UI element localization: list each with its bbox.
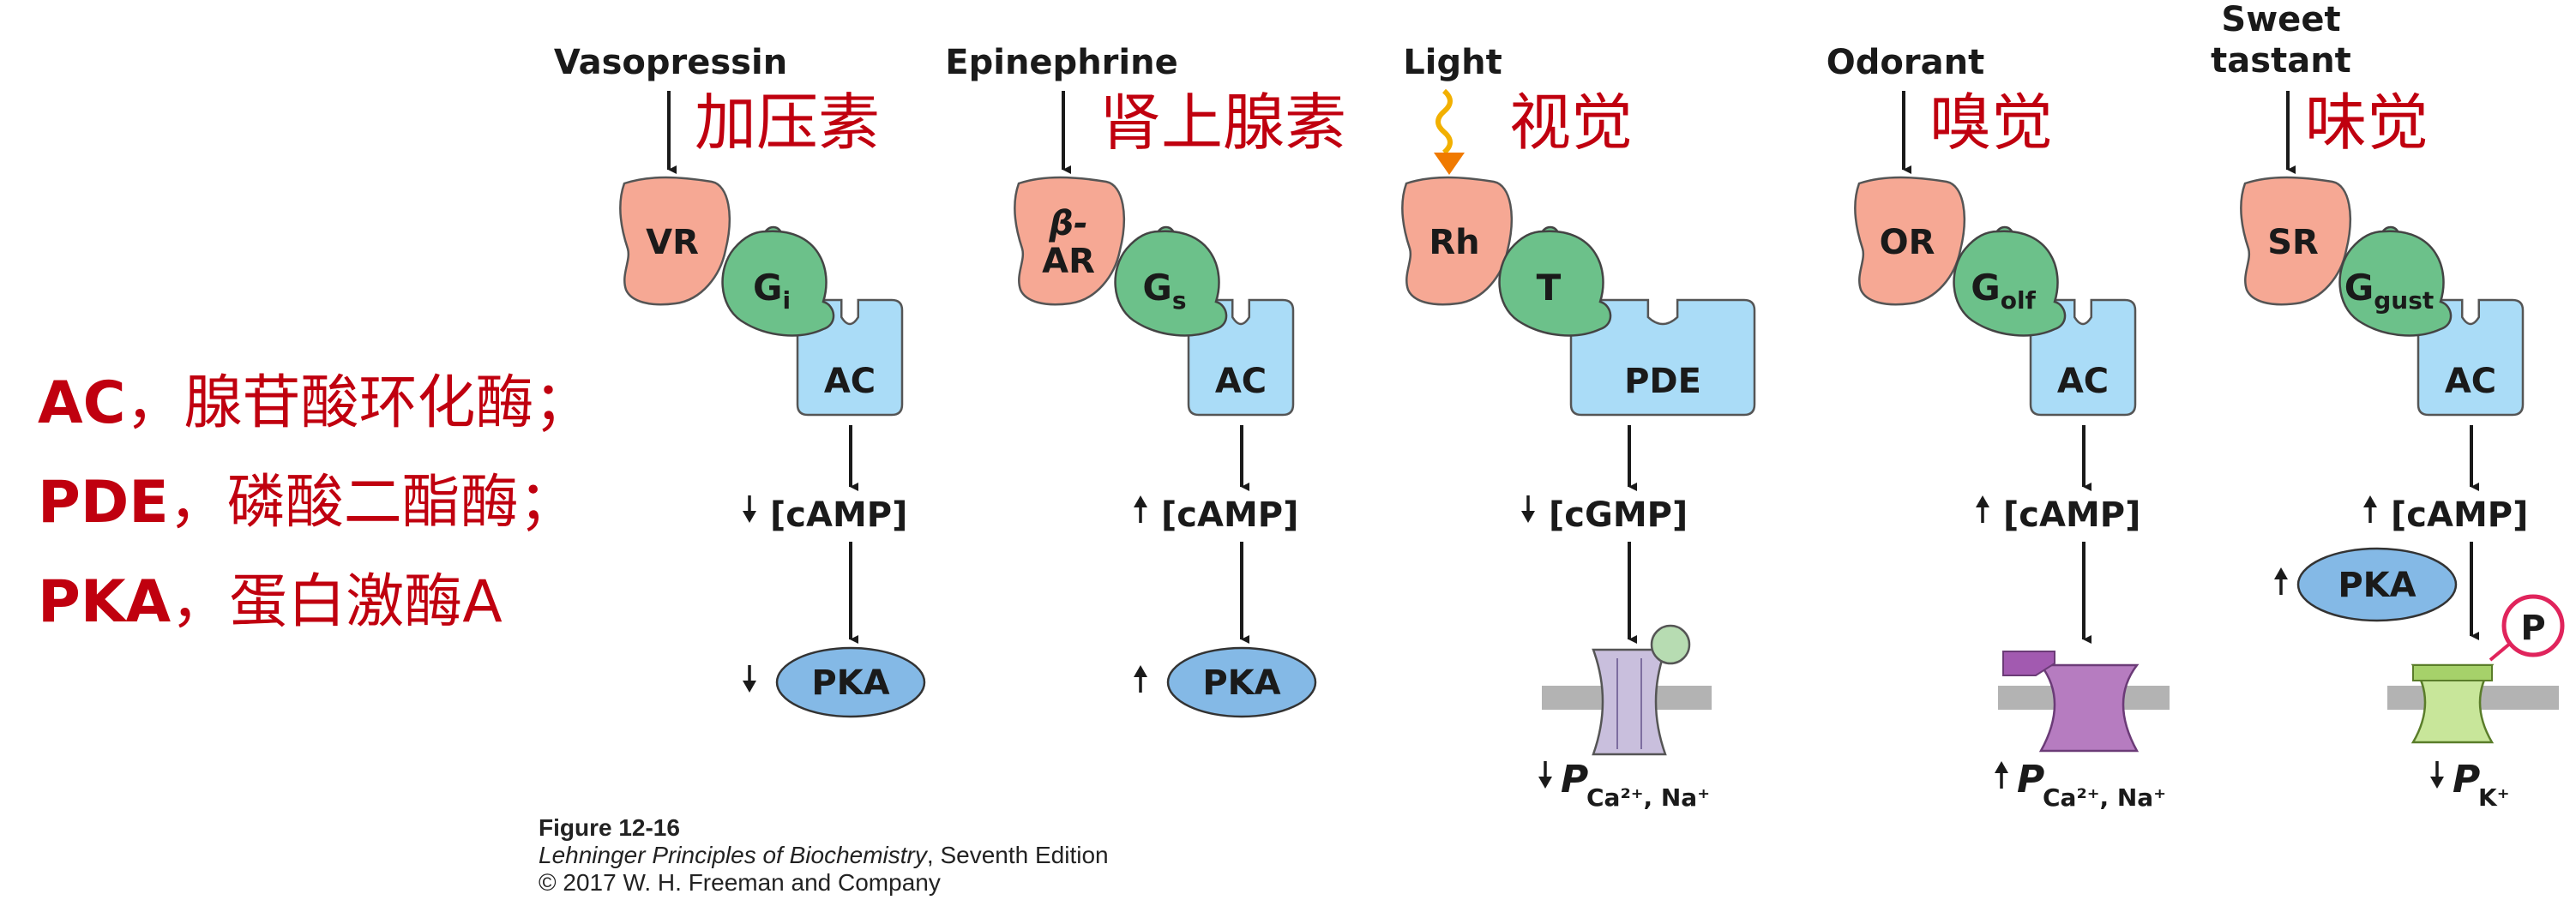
second-messenger: [cAMP] [2391,495,2528,535]
messenger-change-arrow [743,495,756,523]
permeability-ions: Ca²⁺, Na⁺ [1586,783,1710,812]
pka-change-arrow [743,665,756,693]
pka-4: PKA [2296,547,2458,622]
potassium-channel [2410,663,2495,744]
permeability-arrow [1995,761,2008,789]
receptor-label: Rh [1429,223,1479,262]
g-protein-3: Golf [1953,225,2067,337]
g-protein-0: Gi [721,225,835,337]
permeability-arrow [2430,761,2444,789]
stimulus-label: Epinephrine [945,43,1177,82]
receptor-4: SR [2240,176,2351,306]
permeability-p: P [2017,758,2044,801]
receptor-2: Rh [1401,176,1513,306]
g-protein-label: Gi [753,267,791,315]
pka-1: PKA [1166,646,1317,718]
g-protein-4: Ggust [2338,225,2453,337]
pka-0: PKA [775,646,926,718]
stimulus-label: Light [1403,43,1502,82]
pka-label: PKA [811,663,889,703]
receptor-1: β-AR [1014,176,1125,306]
receptor-label: SR [2267,223,2319,262]
permeability-ions: Ca²⁺, Na⁺ [2043,783,2166,812]
legend-pka: PKA，蛋白激酶A [38,568,503,636]
enzyme-label: AC [2057,362,2109,401]
enzyme-label: AC [2445,362,2496,401]
messenger-change-arrow [2363,495,2377,523]
receptor-label: AR [1042,242,1095,281]
legend-ac: AC，腺苷酸环化酶； [38,369,593,437]
receptor-label: VR [646,223,699,262]
messenger-change-arrow [1976,495,1989,523]
stimulus-label: tastant [2211,41,2351,81]
chinese-label: 嗅觉 [1929,87,2053,159]
messenger-change-arrow [1521,495,1535,523]
chinese-label: 味觉 [2305,87,2429,159]
pka-label: PKA [1202,663,1280,703]
chinese-label: 肾上腺素 [1099,87,1346,159]
g-protein-label: T [1537,267,1562,309]
phosphate-bond [2489,641,2513,662]
g-protein-label: Gs [1142,267,1186,315]
enzyme-label: AC [824,362,876,401]
enzyme-label: AC [1215,362,1267,401]
book-line: Lehninger Principles of Biochemistry, Se… [539,842,1109,868]
second-messenger: [cAMP] [2003,495,2140,535]
permeability-p: P [2453,758,2480,801]
light-arrow [1434,88,1465,175]
enzyme-label: PDE [1624,362,1701,401]
receptor-0: VR [619,176,731,306]
permeability-k: PK⁺ [2453,758,2509,812]
pka-label: PKA [2338,566,2416,605]
second-messenger: [cAMP] [770,495,907,535]
g-protein-label: Ggust [2344,267,2435,315]
receptor-3: OR [1854,176,1965,306]
receptor-label: β- [1048,204,1087,243]
copyright: © 2017 W. H. Freeman and Company [539,869,941,896]
permeability-p: P [1561,758,1588,801]
cng-channel [2002,651,2140,753]
pka-change-arrow [2274,567,2288,595]
channel-cap [2412,664,2493,681]
stimulus-label: Sweet [2221,0,2340,39]
legend-pde: PDE，磷酸二酯酶； [38,469,577,537]
phosphate-ring [2501,594,2565,657]
g-protein-2: T [1498,225,1612,337]
bound-ligand [1650,624,1691,665]
figure-number: Figure 12-16 [539,814,680,841]
g-protein-label: Golf [1971,267,2036,315]
messenger-change-arrow [1134,495,1147,523]
pka-change-arrow [1134,665,1147,693]
effector-enzyme-4: AC [2417,298,2525,417]
second-messenger: [cGMP] [1549,495,1688,535]
permeability-arrow [1538,761,1552,789]
chinese-label: 视觉 [1509,87,1633,159]
permeability-ions: K⁺ [2478,783,2509,812]
calcium-channel [1592,624,1691,756]
stimulus-label: Vasopressin [554,43,787,82]
second-messenger: [cAMP] [1161,495,1298,535]
chinese-label: 加压素 [695,87,880,159]
receptor-label: OR [1880,223,1935,262]
cng-binding-domain [2002,651,2055,676]
figure-caption: Figure 12-16 Lehninger Principles of Bio… [539,814,1109,897]
g-protein-1: Gs [1114,225,1228,337]
stimulus-label: Odorant [1827,43,1984,82]
phosphate-label: P [2520,609,2545,648]
